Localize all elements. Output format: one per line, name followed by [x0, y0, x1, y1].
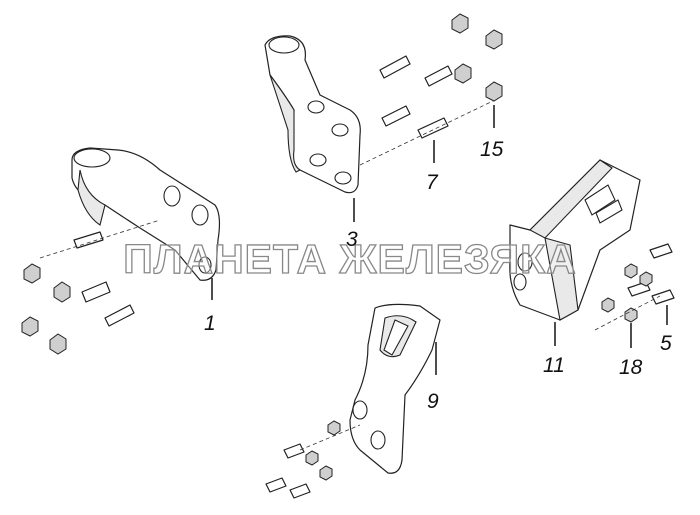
fasteners-part-11: [594, 243, 675, 348]
bracket-part-9: [349, 303, 441, 474]
callout-1: 1: [204, 312, 216, 335]
fasteners-part-9: [265, 420, 361, 499]
bracket-part-3: [264, 35, 361, 222]
fasteners-part-3: [359, 13, 503, 166]
callout-7: 7: [426, 171, 439, 194]
bracket-part-1: [71, 147, 221, 300]
callout-9: 9: [427, 390, 439, 413]
watermark-text: ПЛАНЕТА ЖЕЛЕЗЯКА: [123, 236, 577, 282]
fasteners-part-1: [21, 219, 161, 355]
callout-11: 11: [543, 354, 565, 377]
callout-3: 3: [346, 228, 358, 251]
callout-18: 18: [619, 356, 643, 379]
bracket-part-11: [509, 159, 641, 346]
callout-15: 15: [480, 138, 504, 161]
callout-5: 5: [660, 332, 672, 355]
